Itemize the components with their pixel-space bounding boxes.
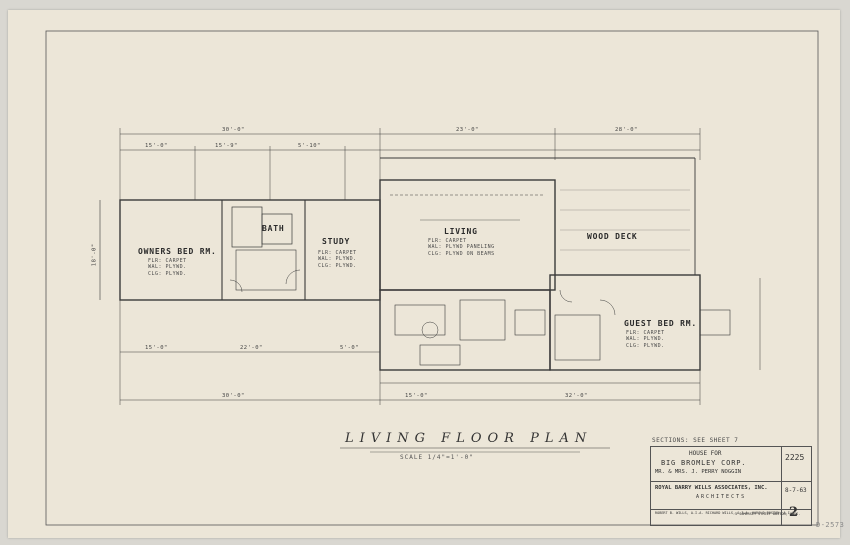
dim-top-overall-mid: 23'-0" [456, 127, 479, 133]
tb-firm-subtitle: ARCHITECTS [696, 494, 747, 500]
dim-top-overall-left: 30'-0" [222, 127, 245, 133]
dim-bottom-overall-right: 32'-0" [565, 393, 588, 399]
dim-bottom-c: 5'-0" [340, 345, 360, 351]
tb-sheet-number: 2 [789, 505, 799, 520]
drawing-title: LIVING FLOOR PLAN [345, 431, 593, 446]
tb-project-line1: HOUSE FOR [689, 450, 722, 457]
tb-project-line3: MR. & MRS. J. PERRY NOGGIN [655, 469, 742, 475]
room-finish-living: FLR: CARPET WAL: PLYWD PANELING CLG: PLY… [428, 238, 495, 257]
tb-firm-name: ROYAL BARRY WILLS ASSOCIATES, INC. [655, 485, 768, 491]
dim-side-left: 18'-0" [91, 243, 98, 267]
dim-bottom-a: 15'-0" [145, 345, 168, 351]
room-finish-owners-bed: FLR: CARPET WAL: PLYWD. CLG: PLYWD. [148, 258, 187, 277]
border-frame [45, 30, 819, 526]
dim-top-b: 15'-9" [215, 143, 238, 149]
room-label-living: LIVING [444, 227, 478, 236]
title-block: HOUSE FOR BIG BROMLEY CORP. MR. & MRS. J… [650, 446, 812, 526]
dim-bottom-b: 22'-0" [240, 345, 263, 351]
room-label-study: STUDY [322, 237, 351, 246]
corner-archive-tag: D-2573 [816, 521, 845, 529]
tb-address: 5 SOMERSET STREET BOSTON, MASS. [735, 512, 801, 516]
room-label-guest-bed: GUEST BED RM. [624, 319, 698, 328]
tb-date: 8-7-63 [785, 487, 807, 494]
dim-bottom-overall-mid: 15'-0" [405, 393, 428, 399]
blueprint-sheet [8, 10, 840, 538]
sections-reference: SECTIONS: SEE SHEET 7 [652, 437, 739, 444]
dim-top-a: 15'-0" [145, 143, 168, 149]
tb-project-line2: BIG BROMLEY CORP. [661, 459, 747, 467]
kitchen-core-walls [379, 289, 551, 371]
tb-partners: ROBERT B. WILLS, A.I.A. RICHARD WILLS, A… [655, 511, 797, 515]
dim-top-overall-right: 28'-0" [615, 127, 638, 133]
dim-top-c: 5'-10" [298, 143, 321, 149]
room-finish-study: FLR: CARPET WAL: PLYWD. CLG: PLYWD. [318, 250, 357, 269]
room-finish-guest-bed: FLR: CARPET WAL: PLYWD. CLG: PLYWD. [626, 330, 665, 349]
room-label-owners-bed: OWNERS BED RM. [138, 247, 217, 256]
room-label-bath: BATH [262, 224, 285, 233]
drawing-scale: SCALE 1/4"=1'-0" [400, 454, 474, 461]
dim-bottom-overall-left: 30'-0" [222, 393, 245, 399]
room-label-wood-deck: WOOD DECK [587, 232, 638, 241]
tb-job-number: 2225 [785, 453, 805, 462]
